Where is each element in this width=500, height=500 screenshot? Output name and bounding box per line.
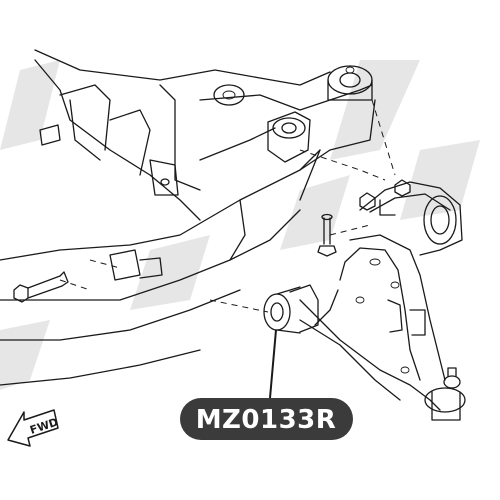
vertical-bolt — [317, 213, 337, 257]
control-arm — [299, 179, 466, 421]
front-bushing — [263, 284, 319, 334]
front-direction-arrow-icon: FWD — [7, 409, 60, 447]
subframe-front-mount — [213, 84, 311, 163]
leader-line — [269, 329, 277, 399]
part-number-label: MZ0133R — [180, 398, 353, 440]
part-number-text: MZ0133R — [196, 405, 337, 435]
subframe-rear-mount — [327, 65, 373, 101]
bolt-icon — [13, 271, 69, 303]
alignment-guides — [59, 99, 396, 313]
subframe — [0, 49, 376, 386]
watermark — [0, 60, 480, 390]
